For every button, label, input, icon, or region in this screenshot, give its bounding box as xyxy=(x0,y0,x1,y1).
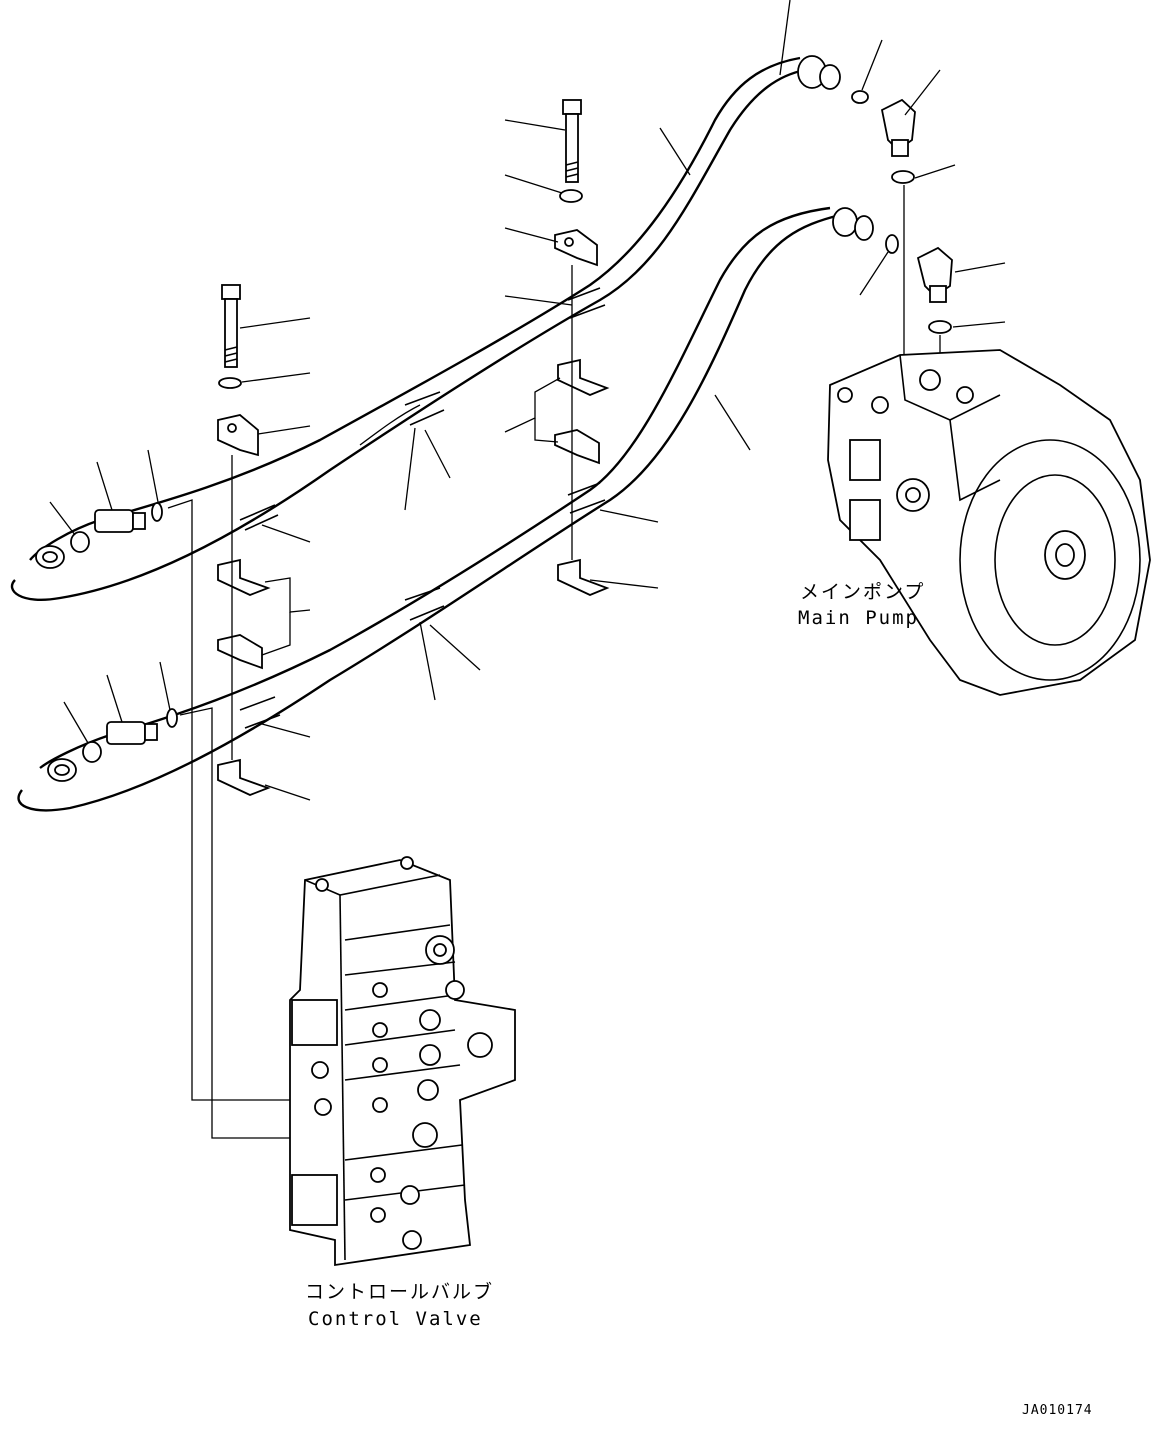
elbow-fitting-icon xyxy=(916,246,953,303)
bolt-icon xyxy=(221,284,241,368)
clamp-icon xyxy=(557,358,610,396)
lower-hose-right-fitting xyxy=(832,207,874,241)
lower-hose-left-fitting xyxy=(47,758,77,782)
main-pump-label-en: Main Pump xyxy=(798,607,919,629)
clamp-icon xyxy=(554,229,598,267)
elbow-fitting-icon xyxy=(94,509,146,533)
upper-hose-left-fitting xyxy=(35,545,65,569)
clamp-icon xyxy=(554,429,600,465)
bolt-icon xyxy=(562,99,582,183)
leader-lines xyxy=(49,0,1006,801)
connection-line xyxy=(179,707,290,1139)
clamp-icon xyxy=(217,558,271,596)
o-ring-icon xyxy=(82,708,178,763)
pump-icon xyxy=(827,349,1151,696)
drawing-code: JA010174 xyxy=(1022,1403,1093,1418)
main-pump-label-jp: メインポンプ xyxy=(800,581,925,603)
clamp-icon xyxy=(557,558,610,596)
elbow-fitting-icon xyxy=(106,721,158,745)
valve-icon xyxy=(289,856,516,1267)
upper-hose-right-fitting xyxy=(797,55,841,90)
connection-line xyxy=(167,499,290,1101)
control-valve-label-jp: コントロールバルブ xyxy=(305,1280,494,1303)
control-valve-label-en: Control Valve xyxy=(308,1308,483,1330)
clamp-icon xyxy=(217,414,259,457)
lower-hose xyxy=(17,206,841,812)
washer-icon xyxy=(559,189,583,203)
o-ring-icon xyxy=(851,90,952,334)
washer-icon xyxy=(218,377,242,389)
o-ring-icon xyxy=(70,502,163,553)
clamp-icon xyxy=(217,758,271,796)
clamp-icon xyxy=(217,634,263,670)
